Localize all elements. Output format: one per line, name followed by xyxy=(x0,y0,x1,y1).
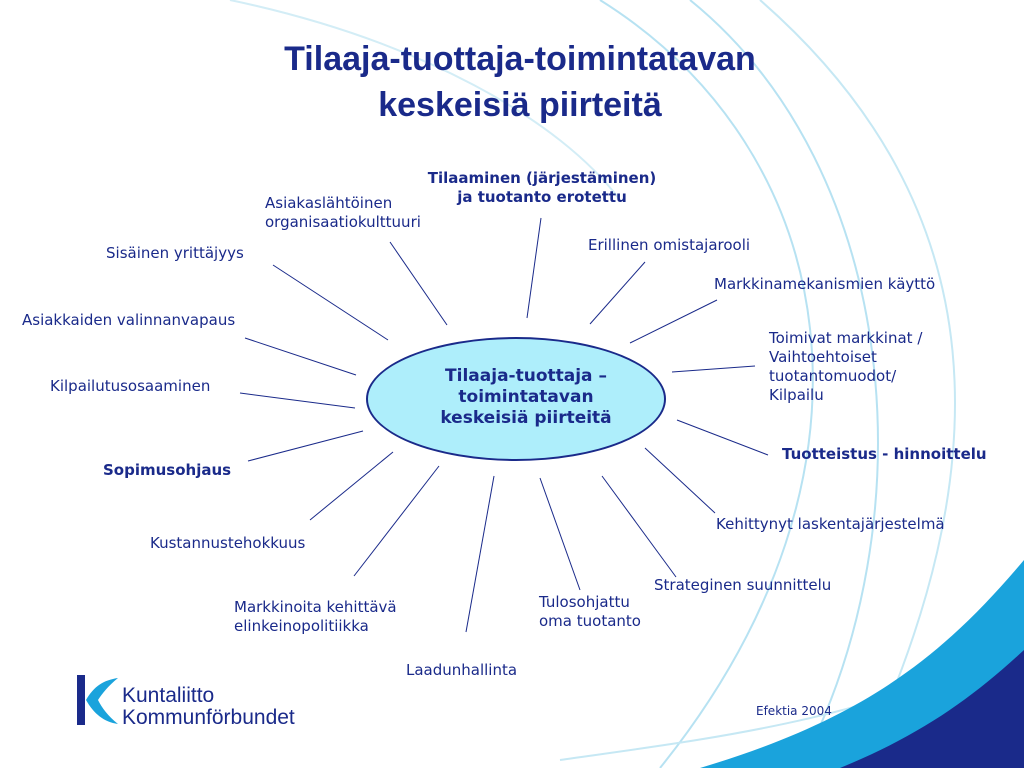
spoke-sopimusohjaus xyxy=(247,430,364,462)
spoke-valinnanvapaus xyxy=(244,337,357,376)
kuntaliitto-logo-text: Kuntaliitto Kommunförbundet xyxy=(122,685,295,729)
label-tulos-line-2: oma tuotanto xyxy=(539,612,641,630)
spoke-toimivat xyxy=(671,365,756,373)
spoke-markkinoita xyxy=(353,465,440,577)
decorative-arc-4 xyxy=(229,0,621,201)
spoke-sisainen xyxy=(272,264,389,341)
label-kilpailutusosaaminen: Kilpailutusosaaminen xyxy=(50,377,211,395)
label-markkinoita-kehittava: Markkinoita kehittävä elinkeinopolitiikk… xyxy=(234,598,397,636)
logo-line-2: Kommunförbundet xyxy=(122,706,295,729)
label-asiakaslahtoinen: Asiakaslähtöinen organisaatiokulttuuri xyxy=(265,194,421,232)
label-sisainen-yrittajyys: Sisäinen yrittäjyys xyxy=(106,244,244,262)
label-toimivat-markkinat: Toimivat markkinat / Vaihtoehtoiset tuot… xyxy=(769,329,922,405)
label-erillinen-omistajarooli: Erillinen omistajarooli xyxy=(588,236,751,254)
label-tulos-line-1: Tulosohjattu xyxy=(539,593,630,611)
footer-note: Efektia 2004 xyxy=(756,704,832,718)
central-hub-ellipse xyxy=(366,337,666,461)
label-sopimusohjaus: Sopimusohjaus xyxy=(103,461,232,479)
title-line-1: Tilaaja-tuottaja-toimintatavan xyxy=(284,40,756,78)
label-markkinoita-line-1: Markkinoita kehittävä xyxy=(234,598,397,616)
page-title: Tilaaja-tuottaja-toimintatavan keskeisiä… xyxy=(150,36,890,128)
title-line-2: keskeisiä piirteitä xyxy=(378,86,662,124)
label-toimivat-line-1: Toimivat markkinat / xyxy=(769,329,923,347)
label-strateginen-suunnittelu: Strateginen suunnittelu xyxy=(654,576,832,594)
label-tilaaminen-line-1: Tilaaminen (järjestäminen) xyxy=(427,169,657,187)
hub-line-1: Tilaaja-tuottaja – xyxy=(445,366,607,386)
hub-line-3: keskeisiä piirteitä xyxy=(440,408,612,428)
logo-line-1: Kuntaliitto xyxy=(122,684,215,707)
kuntaliitto-logo-icon xyxy=(77,675,118,725)
spoke-asiakaslahtoinen xyxy=(389,241,448,326)
label-valinnanvapaus: Asiakkaiden valinnanvapaus xyxy=(22,311,236,329)
spoke-tuotteistus xyxy=(676,419,769,456)
label-asiakaslahtoinen-line-2: organisaatiokulttuuri xyxy=(265,213,421,231)
hub-line-2: toimintatavan xyxy=(458,387,594,407)
label-tilaaminen: Tilaaminen (järjestäminen) ja tuotanto e… xyxy=(410,169,674,207)
spoke-tilaaminen xyxy=(526,217,542,319)
spoke-strateginen xyxy=(601,475,677,578)
label-tulosohjattu: Tulosohjattu oma tuotanto xyxy=(539,593,641,631)
spoke-erillinen xyxy=(589,261,646,325)
label-tilaaminen-line-2: ja tuotanto erotettu xyxy=(457,188,627,206)
label-markkinoita-line-2: elinkeinopolitiikka xyxy=(234,617,369,635)
spoke-tulos xyxy=(539,477,581,591)
label-toimivat-line-4: Kilpailu xyxy=(769,386,824,404)
label-tuotteistus-hinnoittelu: Tuotteistus - hinnoittelu xyxy=(782,445,987,463)
spoke-kustannus xyxy=(309,451,394,521)
label-laadunhallinta: Laadunhallinta xyxy=(406,661,518,679)
spoke-kehittynyt xyxy=(644,447,716,514)
spoke-laadunhallinta xyxy=(465,475,495,633)
central-hub-label: Tilaaja-tuottaja – toimintatavan keskeis… xyxy=(366,366,686,429)
decorative-arc-3 xyxy=(759,0,956,768)
decorative-arc-1 xyxy=(599,0,814,768)
spoke-markkinamekanismien xyxy=(629,299,718,344)
corner-swoosh-dark xyxy=(840,650,1024,768)
label-toimivat-line-2: Vaihtoehtoiset xyxy=(769,348,877,366)
label-kehittynyt-laskentajarjestelma: Kehittynyt laskentajärjestelmä xyxy=(716,515,945,533)
decorative-arc-2 xyxy=(689,0,879,768)
label-toimivat-line-3: tuotantomuodot/ xyxy=(769,367,897,385)
label-markkinamekanismien-kaytto: Markkinamekanismien käyttö xyxy=(714,275,936,293)
label-asiakaslahtoinen-line-1: Asiakaslähtöinen xyxy=(265,194,393,212)
spoke-kilpailutus xyxy=(239,392,356,409)
label-kustannustehokkuus: Kustannustehokkuus xyxy=(150,534,306,552)
